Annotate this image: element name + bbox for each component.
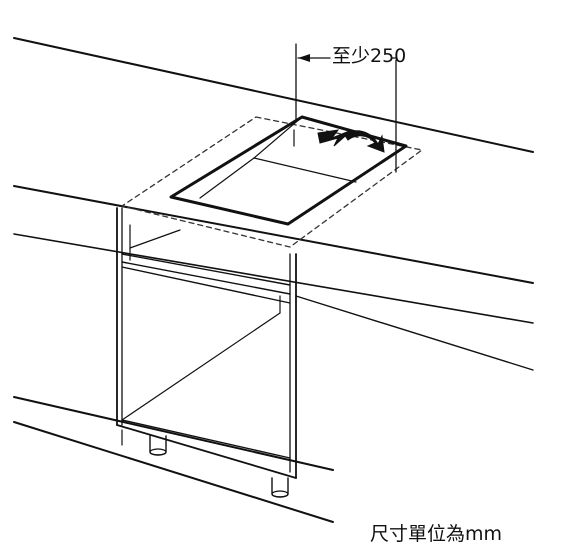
hob-footprint-dashed: [121, 116, 423, 248]
airflow-arrow-right: [343, 130, 385, 153]
airflow-arrows: [317, 129, 385, 153]
plinth-bottom-line: [13, 421, 334, 523]
top-rail-back: [129, 229, 181, 249]
top-rail-lower: [121, 261, 291, 295]
cutout-inner-floor: [199, 157, 255, 199]
dimension-arrow-head: [298, 54, 310, 62]
units-note: 尺寸單位為mm: [370, 523, 502, 545]
plinth-top-line: [13, 396, 334, 471]
oven-opening-top: [121, 266, 291, 304]
cutout-inner-left: [253, 116, 303, 159]
min-clearance-label: 至少250: [332, 45, 406, 67]
worktop-front-bottom-edge: [13, 233, 534, 324]
oven-opening-back-bottom: [121, 312, 281, 421]
worktop-back-edge: [13, 37, 534, 153]
cabinet-depth-line: [295, 295, 534, 371]
cutout-inner-back: [253, 157, 357, 183]
cabinet-floor: [121, 419, 291, 459]
top-rail-upper: [121, 253, 291, 286]
worktop-front-edge: [13, 185, 534, 284]
hob-cutout-outline: [169, 115, 408, 226]
left-foot: [149, 435, 167, 456]
cabinet-bottom-front: [116, 424, 297, 479]
right-foot: [271, 477, 289, 498]
